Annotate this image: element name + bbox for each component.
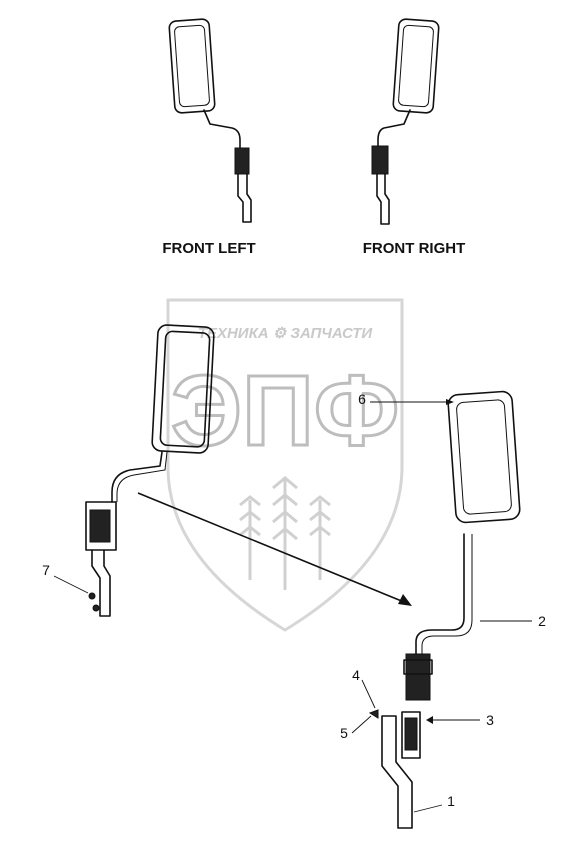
callout-1: 1 (447, 793, 455, 809)
front-left-mirror-bracket (237, 173, 252, 223)
left-mirror-bracket (91, 549, 111, 617)
front-left-mirror-arm (203, 109, 241, 153)
front-right-mirror-view: FRONT RIGHT (363, 18, 466, 257)
screw-5 (368, 709, 379, 719)
watermark-top-text: ТЕХНИКА ⚙ ЗАПЧАСТИ (198, 325, 374, 342)
callout-6: 6 (358, 391, 366, 407)
left-mirror-hinge (85, 501, 117, 551)
left-mirror-head (151, 324, 215, 454)
callout-4: 4 (352, 667, 360, 683)
callout-7: 7 (42, 562, 50, 578)
front-left-mirror-view: FRONT LEFT (162, 18, 256, 257)
right-mirror-clamp (401, 711, 421, 759)
front-left-mirror-hinge (234, 147, 250, 175)
left-mirror-assembly: 7 (42, 324, 215, 617)
front-left-label: FRONT LEFT (162, 240, 255, 257)
front-right-mirror-hinge (371, 145, 389, 175)
left-mirror-arm (111, 451, 163, 503)
callout-2: 2 (538, 613, 546, 629)
front-right-mirror-bracket (376, 173, 390, 225)
right-exploded-assembly: 6 2 4 5 3 1 (340, 390, 546, 829)
callout-5: 5 (340, 725, 348, 741)
front-left-mirror-head (168, 18, 216, 114)
direction-arrow (137, 492, 412, 606)
front-right-mirror-arm (377, 109, 411, 151)
right-mirror-hinge (405, 653, 431, 701)
front-right-mirror-head (392, 18, 440, 114)
right-mirror-bracket (381, 715, 413, 829)
watermark-wheat-icon (239, 476, 331, 590)
right-mirror-arm (415, 533, 465, 655)
watermark: ТЕХНИКА ⚙ ЗАПЧАСТИ ЭПФ (166, 298, 404, 632)
watermark-shield (166, 298, 404, 632)
callout-3: 3 (486, 712, 494, 728)
front-right-label: FRONT RIGHT (363, 240, 466, 257)
right-mirror-head (447, 390, 521, 524)
